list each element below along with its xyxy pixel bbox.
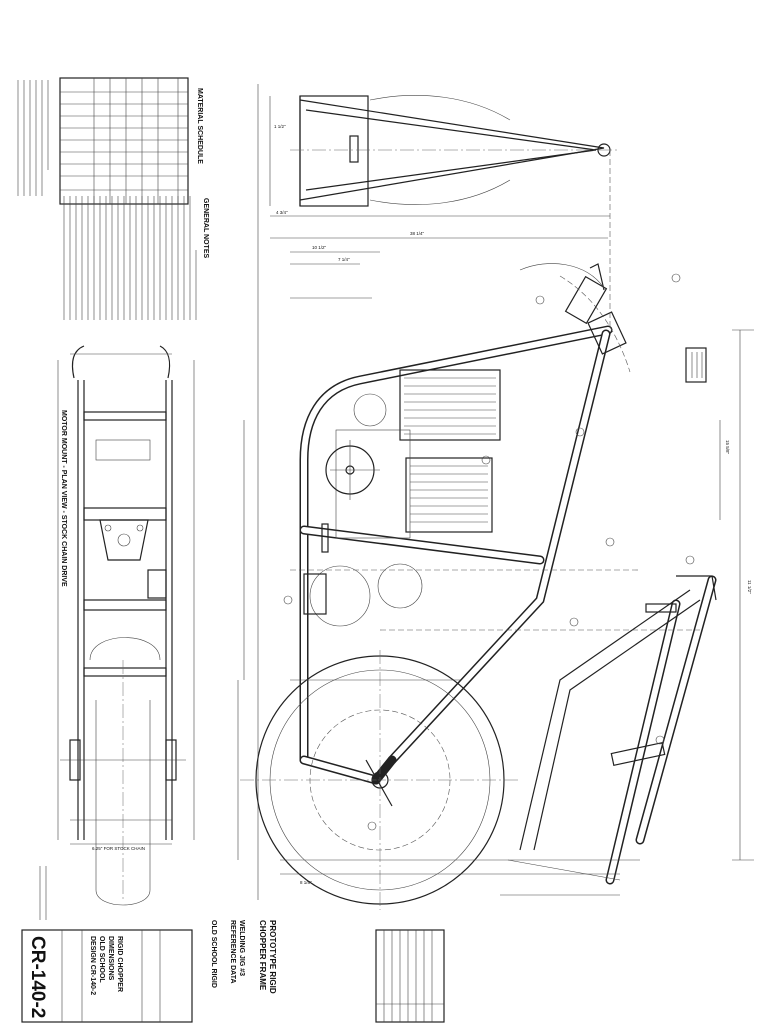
dim-38-1-4: 38 1/4": [410, 231, 425, 236]
stock-chain-dimension: 6.25" FOR STOCK CHAIN: [92, 846, 145, 851]
rear-wheel: [240, 650, 520, 910]
front-fork: [500, 575, 717, 896]
dim-1-1-2: 1 1/2": [274, 124, 286, 129]
frame-title-line-2: CHOPPER FRAME: [258, 920, 267, 991]
title-line-2: DIMENSIONS: [107, 936, 114, 981]
general-notes-heading: GENERAL NOTES: [202, 198, 209, 258]
dim-10-1-2: 10 1/2": [312, 245, 327, 250]
frame-title-line-1: PROTOTYPE RIGID: [268, 920, 277, 994]
title-line-4: DESIGN CR-140-2: [89, 936, 96, 995]
frame-title-block: PROTOTYPE RIGID CHOPPER FRAME WELDING JI…: [210, 920, 277, 994]
title-block: CR-140-2 RIGID CHOPPER DIMENSIONS OLD SC…: [21, 866, 193, 1023]
plan-view-heading: MOTOR MOUNT - PLAN VIEW - STOCK CHAIN DR…: [60, 410, 67, 587]
general-notes: GENERAL NOTES: [63, 196, 209, 320]
engine: [303, 369, 501, 627]
plan-view: MOTOR MOUNT - PLAN VIEW - STOCK CHAIN DR…: [57, 345, 195, 906]
frame-title-line-3: WELDING JIG #3: [238, 920, 245, 976]
material-schedule-heading: MATERIAL SCHEDULE: [196, 88, 203, 164]
material-schedule: MATERIAL SCHEDULE: [59, 77, 203, 205]
title-line-1: RIGID CHOPPER: [116, 936, 123, 992]
title-line-3: OLD SCHOOL: [98, 936, 105, 983]
dim-8-1-8: 8 1/8": [300, 880, 312, 885]
drawing-number: CR-140-2: [27, 936, 48, 1018]
schedule-notes-text: [17, 80, 49, 196]
top-view: [257, 84, 620, 900]
revision-table: [375, 929, 445, 1023]
dim-11-1-2: 11 1/2": [747, 580, 752, 594]
side-elevation: 38 1/4" 10 1/2" 7 1/4" 4 3/4" 1 1/2": [237, 124, 754, 910]
dim-4-3-4: 4 3/4": [276, 210, 288, 215]
frame-title-line-5: OLD SCHOOL RIGID: [210, 920, 217, 988]
frame-title-line-4: REFERENCE DATA: [229, 920, 236, 984]
dim-7-1-4: 7 1/4": [338, 257, 350, 262]
dim-15-5-8: 15 5/8": [725, 440, 730, 455]
